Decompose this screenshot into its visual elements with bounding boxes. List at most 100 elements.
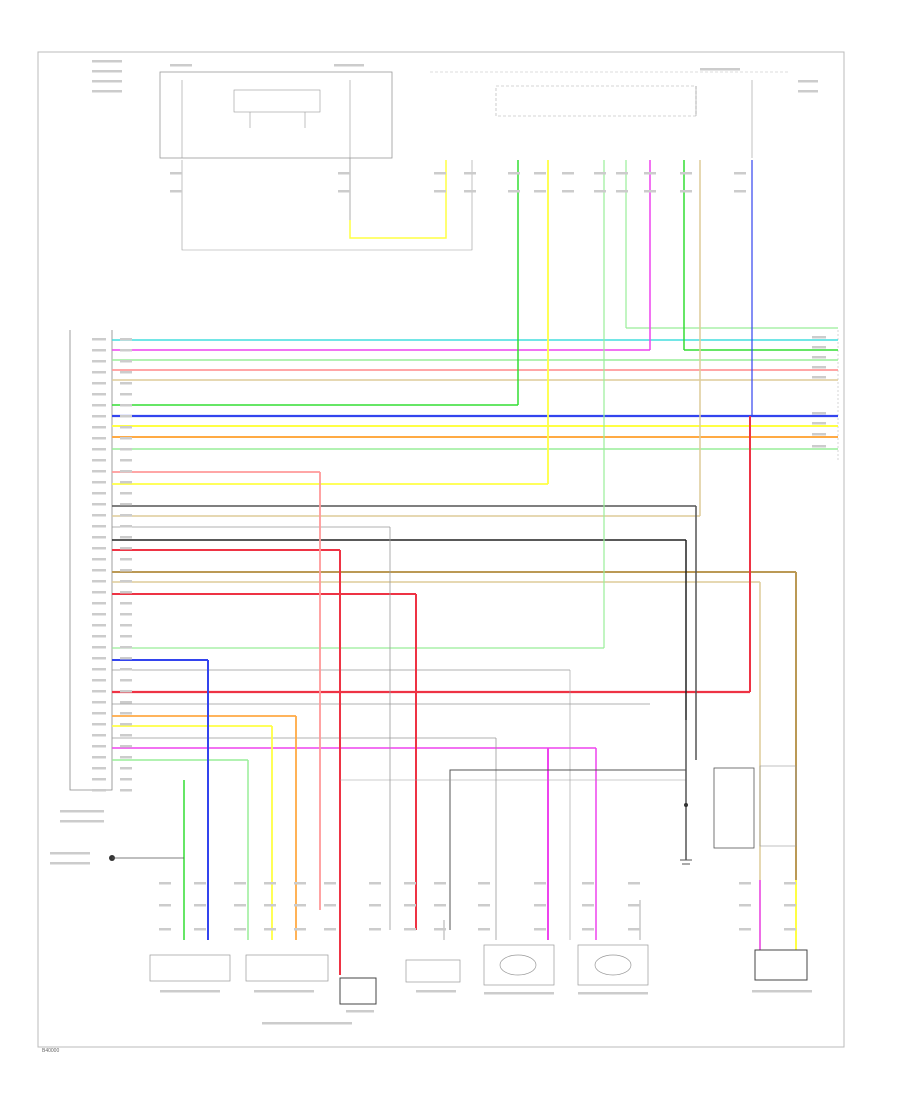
label-mark: [616, 190, 628, 193]
label-mark: [120, 437, 132, 440]
label-mark: [369, 904, 381, 907]
label-mark: [334, 64, 364, 67]
label-mark: [92, 60, 122, 63]
footer-code: B40000: [42, 1048, 59, 1054]
label-mark: [264, 882, 276, 885]
label-mark: [784, 928, 796, 931]
label-mark: [92, 712, 106, 715]
label-mark: [534, 904, 546, 907]
label-mark: [294, 928, 306, 931]
label-mark: [92, 591, 106, 594]
label-mark: [92, 80, 122, 83]
label-mark: [120, 789, 132, 792]
label-mark: [92, 90, 122, 93]
label-mark: [404, 928, 416, 931]
label-mark: [812, 433, 826, 436]
label-mark: [338, 190, 350, 193]
label-mark: [159, 904, 171, 907]
label-mark: [92, 767, 106, 770]
label-mark: [92, 371, 106, 374]
label-mark: [120, 448, 132, 451]
label-mark: [812, 336, 826, 339]
label-mark: [120, 580, 132, 583]
label-mark: [60, 820, 104, 823]
label-mark: [120, 734, 132, 737]
label-mark: [434, 172, 446, 175]
label-mark: [534, 172, 546, 175]
label-mark: [60, 810, 104, 813]
vertical-wires: [181, 158, 838, 975]
label-mark: [120, 690, 132, 693]
label-mark: [120, 393, 132, 396]
label-mark: [812, 422, 826, 425]
label-mark: [739, 928, 751, 931]
control-module-box: [69, 330, 113, 791]
label-mark: [120, 635, 132, 638]
diagram-border: [37, 51, 845, 1048]
wire-dark-gray: [449, 769, 686, 930]
label-mark: [170, 64, 192, 67]
label-mark: [92, 393, 106, 396]
label-mark: [434, 882, 446, 885]
label-mark: [812, 366, 826, 369]
label-mark: [170, 172, 182, 175]
label-mark: [324, 904, 336, 907]
label-mark: [92, 514, 106, 517]
label-mark: [92, 338, 106, 341]
label-mark: [478, 882, 490, 885]
label-mark: [92, 382, 106, 385]
label-mark: [628, 928, 640, 931]
label-mark: [120, 338, 132, 341]
label-mark: [734, 172, 746, 175]
horizontal-wires: [112, 339, 838, 761]
label-mark: [262, 1022, 352, 1025]
label-mark: [404, 882, 416, 885]
label-mark: [294, 904, 306, 907]
label-mark: [160, 990, 220, 993]
label-mark: [508, 190, 520, 193]
label-mark: [338, 172, 350, 175]
label-mark: [92, 360, 106, 363]
label-mark: [92, 745, 106, 748]
label-mark: [120, 525, 132, 528]
label-mark: [159, 882, 171, 885]
label-mark: [92, 569, 106, 572]
label-mark: [120, 426, 132, 429]
left-ground-symbol: [109, 855, 184, 861]
label-mark: [92, 525, 106, 528]
label-mark: [120, 778, 132, 781]
label-mark: [92, 701, 106, 704]
label-mark: [120, 492, 132, 495]
label-mark: [120, 646, 132, 649]
label-mark: [92, 613, 106, 616]
label-mark: [812, 376, 826, 379]
label-mark: [464, 190, 476, 193]
label-mark: [734, 190, 746, 193]
label-mark: [92, 470, 106, 473]
label-mark: [628, 904, 640, 907]
label-mark: [120, 382, 132, 385]
label-mark: [812, 346, 826, 349]
bottom-components: [149, 944, 808, 1005]
label-mark: [120, 591, 132, 594]
label-mark: [582, 882, 594, 885]
label-mark: [120, 624, 132, 627]
label-mark: [120, 360, 132, 363]
label-mark: [120, 668, 132, 671]
label-mark: [234, 882, 246, 885]
label-mark: [92, 723, 106, 726]
label-mark: [120, 569, 132, 572]
label-mark: [534, 928, 546, 931]
label-mark: [120, 415, 132, 418]
label-mark: [92, 459, 106, 462]
label-mark: [680, 172, 692, 175]
right-switches: [713, 765, 797, 849]
label-mark: [92, 778, 106, 781]
label-mark: [582, 928, 594, 931]
label-mark: [120, 701, 132, 704]
label-mark: [92, 657, 106, 660]
label-mark: [92, 404, 106, 407]
label-mark: [644, 172, 656, 175]
label-mark: [120, 459, 132, 462]
